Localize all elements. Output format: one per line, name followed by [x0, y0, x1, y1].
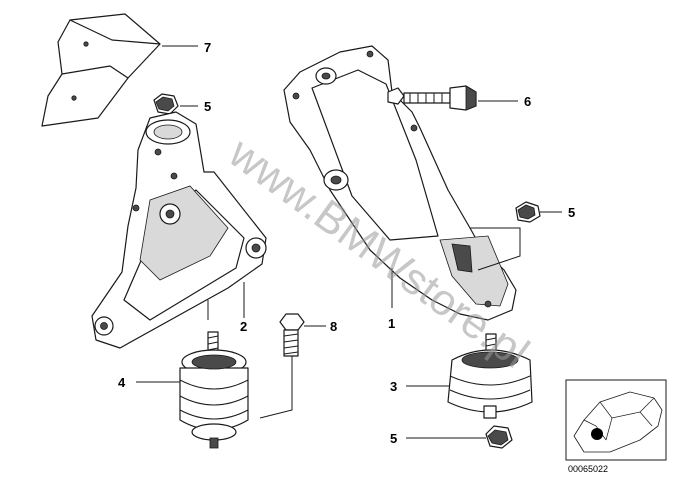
callout-leaders: [136, 45, 562, 439]
callout-5-right[interactable]: 5: [568, 205, 575, 220]
callout-6[interactable]: 6: [524, 94, 531, 109]
callout-labels: 7 5 6 5 2 8 1 4 3 5: [118, 40, 575, 446]
callout-5-upper-left[interactable]: 5: [204, 99, 211, 114]
callout-8[interactable]: 8: [330, 319, 337, 334]
hex-nut-part-5-right[interactable]: [515, 201, 541, 223]
callout-5-bottom[interactable]: 5: [390, 431, 397, 446]
engine-mount-part-3[interactable]: [447, 333, 533, 419]
engine-carrier-part-1[interactable]: [283, 45, 517, 321]
heat-shield-part-7[interactable]: [41, 13, 161, 127]
callout-7[interactable]: 7: [204, 40, 211, 55]
callout-1[interactable]: 1: [388, 316, 395, 331]
reference-code: 00065022: [568, 464, 608, 474]
callout-4[interactable]: 4: [118, 375, 126, 390]
engine-location-marker-icon: [591, 428, 603, 440]
callout-3[interactable]: 3: [390, 379, 397, 394]
callout-2[interactable]: 2: [240, 319, 247, 334]
engine-mount-part-4[interactable]: [179, 331, 249, 449]
hex-nut-part-5-bottom[interactable]: [485, 425, 513, 449]
vehicle-locator-inset[interactable]: [565, 379, 667, 461]
bolt-part-8[interactable]: [279, 313, 305, 357]
bolt-part-6[interactable]: [387, 85, 477, 111]
engine-carrier-part-2[interactable]: [91, 111, 267, 349]
hex-nut-part-5-upper-left[interactable]: [153, 93, 179, 115]
